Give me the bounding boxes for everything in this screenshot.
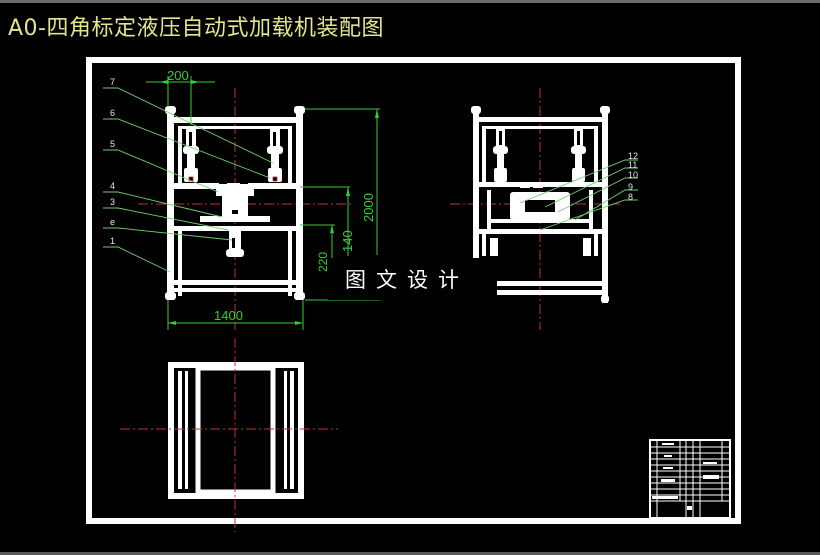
svg-text:140: 140 <box>340 230 355 252</box>
dimension-140: 140 <box>300 186 355 256</box>
dimension-220: 220 <box>300 224 335 272</box>
window-bottom-edge <box>0 552 820 555</box>
svg-text:7: 7 <box>110 77 115 87</box>
svg-text:2000: 2000 <box>361 193 376 222</box>
watermark-text: 图文设计 <box>345 268 469 292</box>
svg-text:9: 9 <box>628 182 633 192</box>
svg-text:5: 5 <box>110 139 115 149</box>
svg-text:1: 1 <box>110 236 115 246</box>
svg-text:e: e <box>110 217 115 227</box>
svg-text:8: 8 <box>628 192 633 202</box>
dimension-2000: 2000 <box>305 108 380 255</box>
svg-text:1400: 1400 <box>214 308 243 323</box>
side-view: 12 11 10 9 8 <box>450 88 638 330</box>
sheet-border <box>86 57 741 524</box>
plan-view <box>120 338 338 532</box>
part-leaders-front <box>103 87 274 273</box>
svg-text:6: 6 <box>110 108 115 118</box>
part-labels-front: 7 6 5 4 3 e 1 <box>110 77 115 246</box>
svg-text:11: 11 <box>628 160 637 170</box>
title-block <box>649 439 731 519</box>
part-labels-side: 12 11 10 9 8 <box>628 151 638 202</box>
dimension-1400: 1400 <box>167 300 304 330</box>
window-top-edge <box>0 0 820 3</box>
front-view: 200 1400 2000 140 <box>103 68 380 330</box>
drawing-title: A0-四角标定液压自动式加载机装配图 <box>8 16 384 41</box>
part-leaders-side <box>519 159 638 231</box>
svg-text:3: 3 <box>110 197 115 207</box>
svg-text:12: 12 <box>628 151 638 161</box>
svg-text:220: 220 <box>316 252 330 272</box>
dimension-200: 200 <box>146 68 215 125</box>
watermark-background <box>328 258 493 300</box>
svg-text:10: 10 <box>628 170 638 180</box>
svg-text:4: 4 <box>110 181 115 191</box>
svg-text:200: 200 <box>167 68 189 83</box>
